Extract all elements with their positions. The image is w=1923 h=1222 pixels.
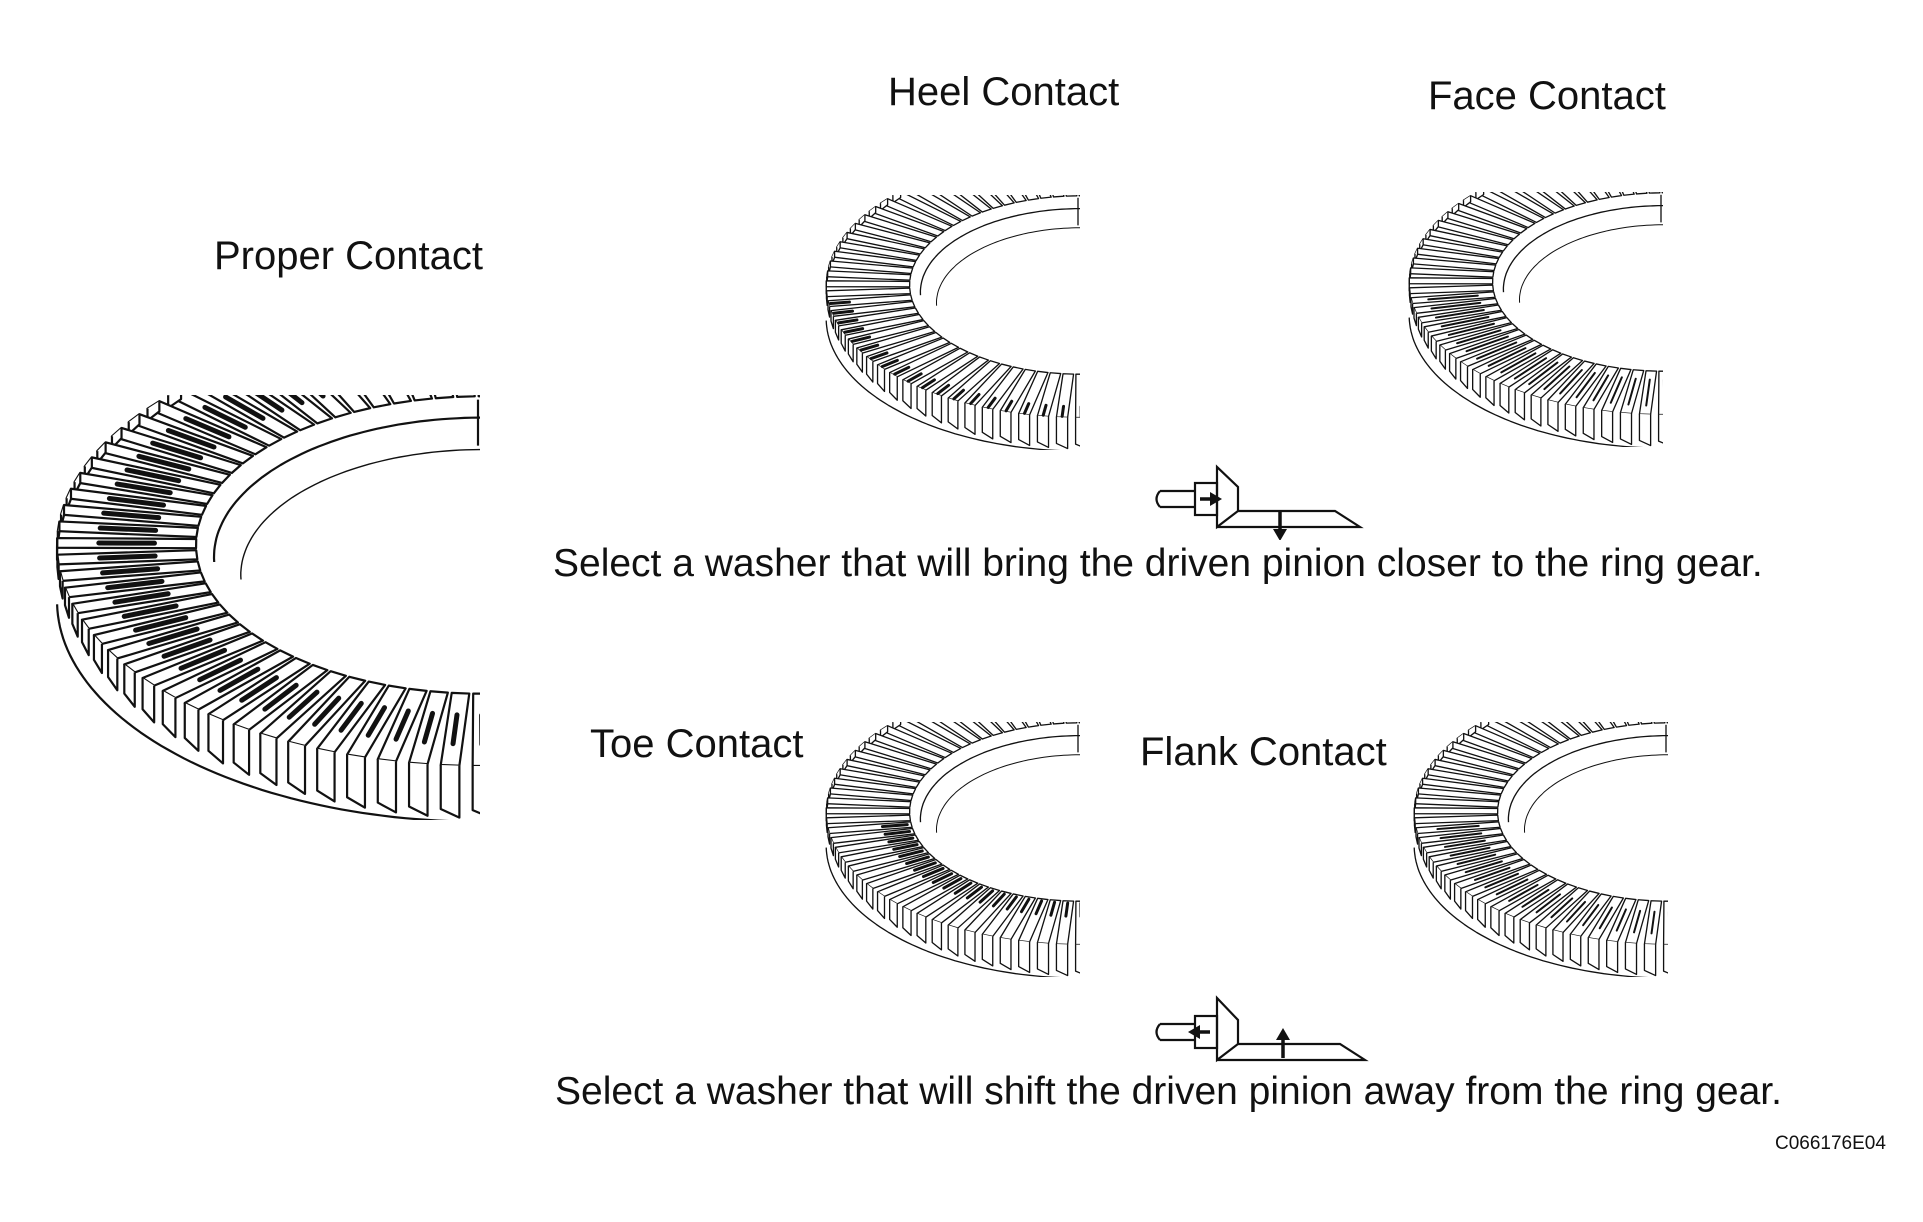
ring-gear-toe-contact-icon <box>825 722 1080 977</box>
label-toe-contact: Toe Contact <box>590 722 804 766</box>
ring-gear-flank-contact-icon <box>1413 722 1668 977</box>
figure-code: C066176E04 <box>1775 1133 1886 1154</box>
pinion-move-away-icon <box>1155 995 1369 1063</box>
ring-gear-face-contact-icon <box>1408 192 1663 447</box>
ring-gear-proper-contact-icon <box>55 395 480 820</box>
instruction-bring-closer: Select a washer that will bring the driv… <box>553 542 1763 585</box>
pinion-move-closer-icon <box>1155 464 1364 540</box>
label-face-contact: Face Contact <box>1428 74 1666 118</box>
label-proper-contact: Proper Contact <box>214 234 484 278</box>
ring-gear-heel-contact-icon <box>825 195 1080 450</box>
label-heel-contact: Heel Contact <box>888 70 1120 114</box>
instruction-shift-away: Select a washer that will shift the driv… <box>555 1070 1782 1113</box>
label-flank-contact: Flank Contact <box>1140 730 1387 774</box>
